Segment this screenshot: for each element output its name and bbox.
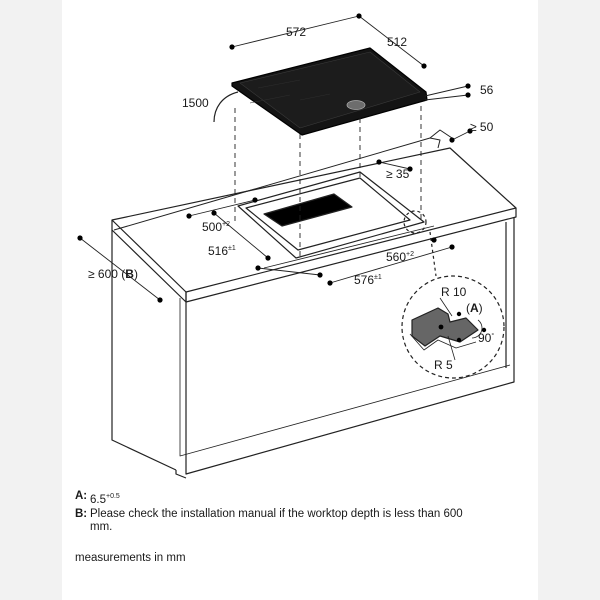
power-cable xyxy=(213,91,239,123)
detail-ref-label: (A) xyxy=(466,301,483,315)
note-a-key: A: xyxy=(75,490,88,502)
detail-angle-label: 90° xyxy=(478,331,494,345)
cutout-width-label: 560+2 xyxy=(386,250,414,264)
detail-radius-outer: R 10 xyxy=(441,285,467,299)
note-a: A: 6.5+0.5 xyxy=(75,490,475,508)
units-note: measurements in mm xyxy=(75,551,186,564)
cutout-width-max-label: 576±1 xyxy=(354,273,382,287)
edge-min-label: ≥ 50 xyxy=(470,120,494,134)
hob xyxy=(231,47,428,136)
note-b: B: Please check the installation manual … xyxy=(75,508,475,535)
detail-radius-inner: R 5 xyxy=(434,358,453,372)
hob-width-label: 572 xyxy=(286,25,306,39)
cutout-depth-max-label: 516±1 xyxy=(208,244,236,258)
projection-lines xyxy=(234,106,422,258)
hob-height-label: 56 xyxy=(480,83,494,97)
edge-detail xyxy=(401,210,505,379)
control-knob-icon xyxy=(346,100,366,110)
worktop-depth-label: ≥ 600 (B) xyxy=(88,267,138,281)
dimension-dots xyxy=(77,13,487,343)
dimension-lines xyxy=(79,15,471,301)
cabinet xyxy=(111,217,515,479)
cutout-depth-label: 500+2 xyxy=(202,220,230,234)
hob-depth-label: 512 xyxy=(387,35,407,49)
worktop-cutout xyxy=(237,171,425,259)
cable-length-label: 1500 xyxy=(182,96,209,110)
note-b-text: Please check the installation manual if … xyxy=(90,507,463,534)
note-a-text: 6.5+0.5 xyxy=(90,493,120,506)
note-b-key: B: xyxy=(75,507,88,520)
notes-block: A: 6.5+0.5 B: Please check the installat… xyxy=(75,490,475,565)
rear-min-label: ≥ 35 xyxy=(386,167,410,181)
